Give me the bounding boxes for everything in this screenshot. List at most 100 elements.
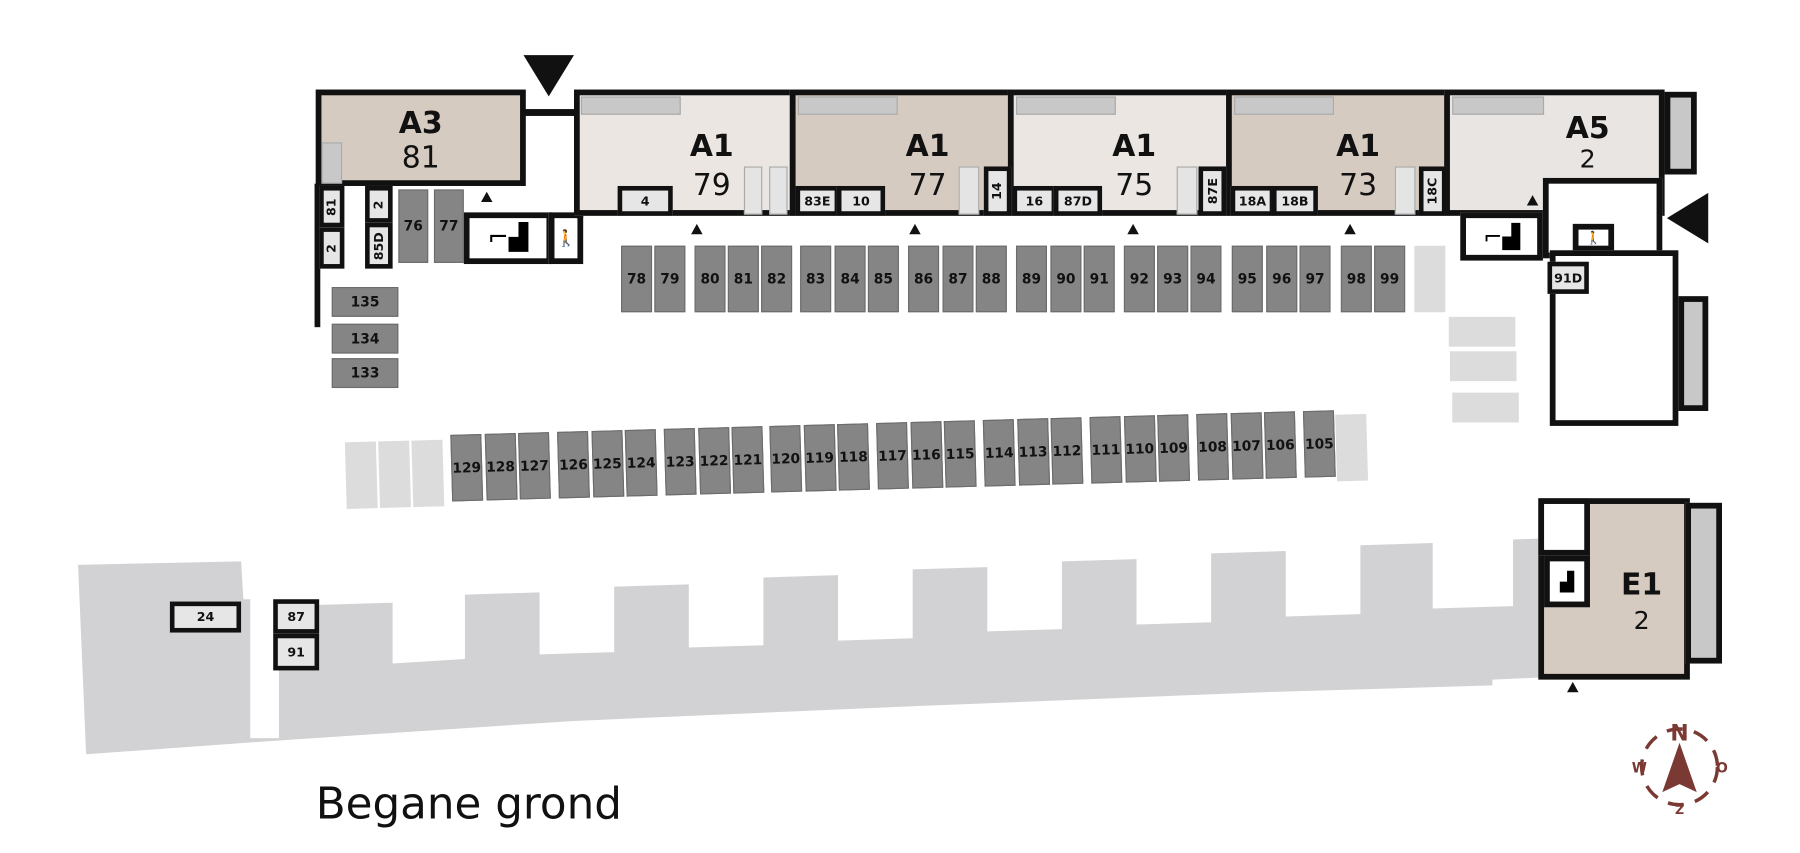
compass-north: N: [1670, 721, 1688, 746]
parking-space-76[interactable]: 76: [398, 189, 429, 263]
parking-space-94[interactable]: 94: [1190, 245, 1222, 313]
parking-space-124[interactable]: 124: [624, 429, 658, 497]
storage-2[interactable]: 2: [365, 185, 393, 223]
parking-space-112[interactable]: 112: [1050, 417, 1084, 485]
parking-space-80[interactable]: 80: [694, 245, 726, 313]
parking-space-110[interactable]: 110: [1123, 415, 1157, 483]
door-arrow-icon: [1127, 223, 1139, 235]
storage-10[interactable]: 10: [836, 185, 886, 216]
parking-space-99[interactable]: 99: [1374, 245, 1406, 313]
elevator-icon[interactable]: 🚶: [548, 212, 584, 265]
unit-number: 2: [1633, 607, 1650, 636]
parking-space-93[interactable]: 93: [1157, 245, 1189, 313]
storage-87e[interactable]: 87E: [1198, 166, 1227, 216]
storage-label: 91: [287, 644, 305, 660]
parking-space-87[interactable]: 87: [942, 245, 974, 313]
parking-space-121[interactable]: 121: [731, 426, 765, 494]
storage-label: 14: [990, 182, 1006, 200]
unit-code: A1: [905, 129, 950, 165]
entrance-arrow-icon: [523, 55, 574, 97]
parking-space-111[interactable]: 111: [1089, 416, 1123, 484]
parking-space-114[interactable]: 114: [982, 419, 1016, 487]
parking-space-118[interactable]: 118: [837, 423, 870, 491]
storage-87[interactable]: 87: [273, 599, 320, 634]
balcony: [1452, 96, 1545, 115]
parking-space-88[interactable]: 88: [975, 245, 1007, 313]
parking-space-105[interactable]: 105: [1302, 410, 1336, 478]
parking-space-135[interactable]: 135: [331, 287, 399, 317]
parking-space-116[interactable]: 116: [909, 421, 943, 489]
storage-4[interactable]: 4: [617, 185, 673, 216]
parking-space-81[interactable]: 81: [727, 245, 759, 313]
parking-space-97[interactable]: 97: [1299, 245, 1331, 313]
elevator-icon[interactable]: 🚶: [1572, 223, 1615, 252]
parking-space-108[interactable]: 108: [1196, 413, 1230, 481]
storage-14[interactable]: 14: [983, 166, 1012, 216]
parking-space-106[interactable]: 106: [1263, 411, 1297, 479]
shaft: [1176, 166, 1198, 215]
storage-18a[interactable]: 18A: [1230, 185, 1275, 216]
parking-space-129[interactable]: 129: [450, 434, 484, 502]
parking-space-134[interactable]: 134: [331, 323, 399, 354]
wall: [524, 109, 577, 116]
stairs-icon: ⌐▟: [463, 212, 553, 265]
parking-space-117[interactable]: 117: [876, 422, 909, 490]
parking-space-unavailable: [1335, 413, 1369, 482]
parking-space-126[interactable]: 126: [557, 431, 590, 499]
parking-space-125[interactable]: 125: [590, 430, 624, 498]
parking-space-128[interactable]: 128: [484, 433, 518, 501]
entrance-arrow-icon: [1666, 192, 1709, 244]
parking-space-120[interactable]: 120: [769, 425, 803, 493]
storage-label: 18B: [1281, 193, 1309, 209]
parking-space-98[interactable]: 98: [1340, 245, 1372, 313]
unit-number: 2: [1579, 145, 1596, 175]
wall: [314, 183, 321, 328]
parking-space-82[interactable]: 82: [761, 245, 793, 313]
parking-space-91[interactable]: 91: [1083, 245, 1115, 313]
parking-space-109[interactable]: 109: [1157, 414, 1191, 482]
storage-label: 87E: [1204, 178, 1220, 205]
storage-83e[interactable]: 83E: [795, 185, 840, 216]
parking-space-133[interactable]: 133: [331, 358, 399, 389]
storage-91d[interactable]: 91D: [1547, 261, 1589, 294]
parking-space-113[interactable]: 113: [1016, 418, 1050, 486]
unit-number: 75: [1115, 168, 1154, 204]
parking-space-119[interactable]: 119: [803, 424, 837, 492]
parking-space-123[interactable]: 123: [663, 428, 697, 496]
unit-a3-81[interactable]: A3 81: [315, 89, 526, 186]
storage-18b[interactable]: 18B: [1271, 185, 1318, 216]
parking-space-96[interactable]: 96: [1266, 245, 1298, 313]
unit-code: A1: [689, 129, 734, 165]
storage-label: 81: [324, 197, 340, 216]
storage-label: 87D: [1063, 193, 1092, 209]
parking-space-115[interactable]: 115: [943, 420, 977, 488]
parking-space-127[interactable]: 127: [518, 432, 551, 500]
shaft: [743, 166, 763, 215]
storage-24[interactable]: 24: [169, 601, 242, 633]
parking-space-122[interactable]: 122: [697, 427, 731, 495]
storage-18c[interactable]: 18C: [1418, 166, 1447, 216]
parking-space-90[interactable]: 90: [1050, 245, 1082, 313]
storage-label: 2: [324, 243, 340, 253]
parking-space-86[interactable]: 86: [908, 245, 940, 313]
storage-87d[interactable]: 87D: [1053, 185, 1103, 216]
parking-space-95[interactable]: 95: [1231, 245, 1263, 313]
unit-number: 73: [1339, 168, 1378, 204]
storage-91[interactable]: 91: [273, 633, 320, 671]
storage-16[interactable]: 16: [1012, 185, 1057, 216]
storage-label: 18C: [1425, 177, 1441, 205]
parking-space-84[interactable]: 84: [834, 245, 866, 313]
storage-label: 10: [852, 193, 870, 209]
shaft: [958, 166, 980, 215]
parking-space-89[interactable]: 89: [1015, 245, 1047, 313]
parking-space-79[interactable]: 79: [654, 245, 686, 313]
parking-space-77[interactable]: 77: [433, 189, 464, 263]
parking-space-85[interactable]: 85: [867, 245, 899, 313]
storage-81[interactable]: 81: [319, 185, 345, 228]
parking-space-83[interactable]: 83: [800, 245, 832, 313]
parking-space-107[interactable]: 107: [1230, 412, 1263, 480]
parking-space-78[interactable]: 78: [621, 245, 653, 313]
parking-space-92[interactable]: 92: [1123, 245, 1155, 313]
storage-85d[interactable]: 85D: [365, 222, 393, 269]
storage-2[interactable]: 2: [319, 227, 345, 269]
